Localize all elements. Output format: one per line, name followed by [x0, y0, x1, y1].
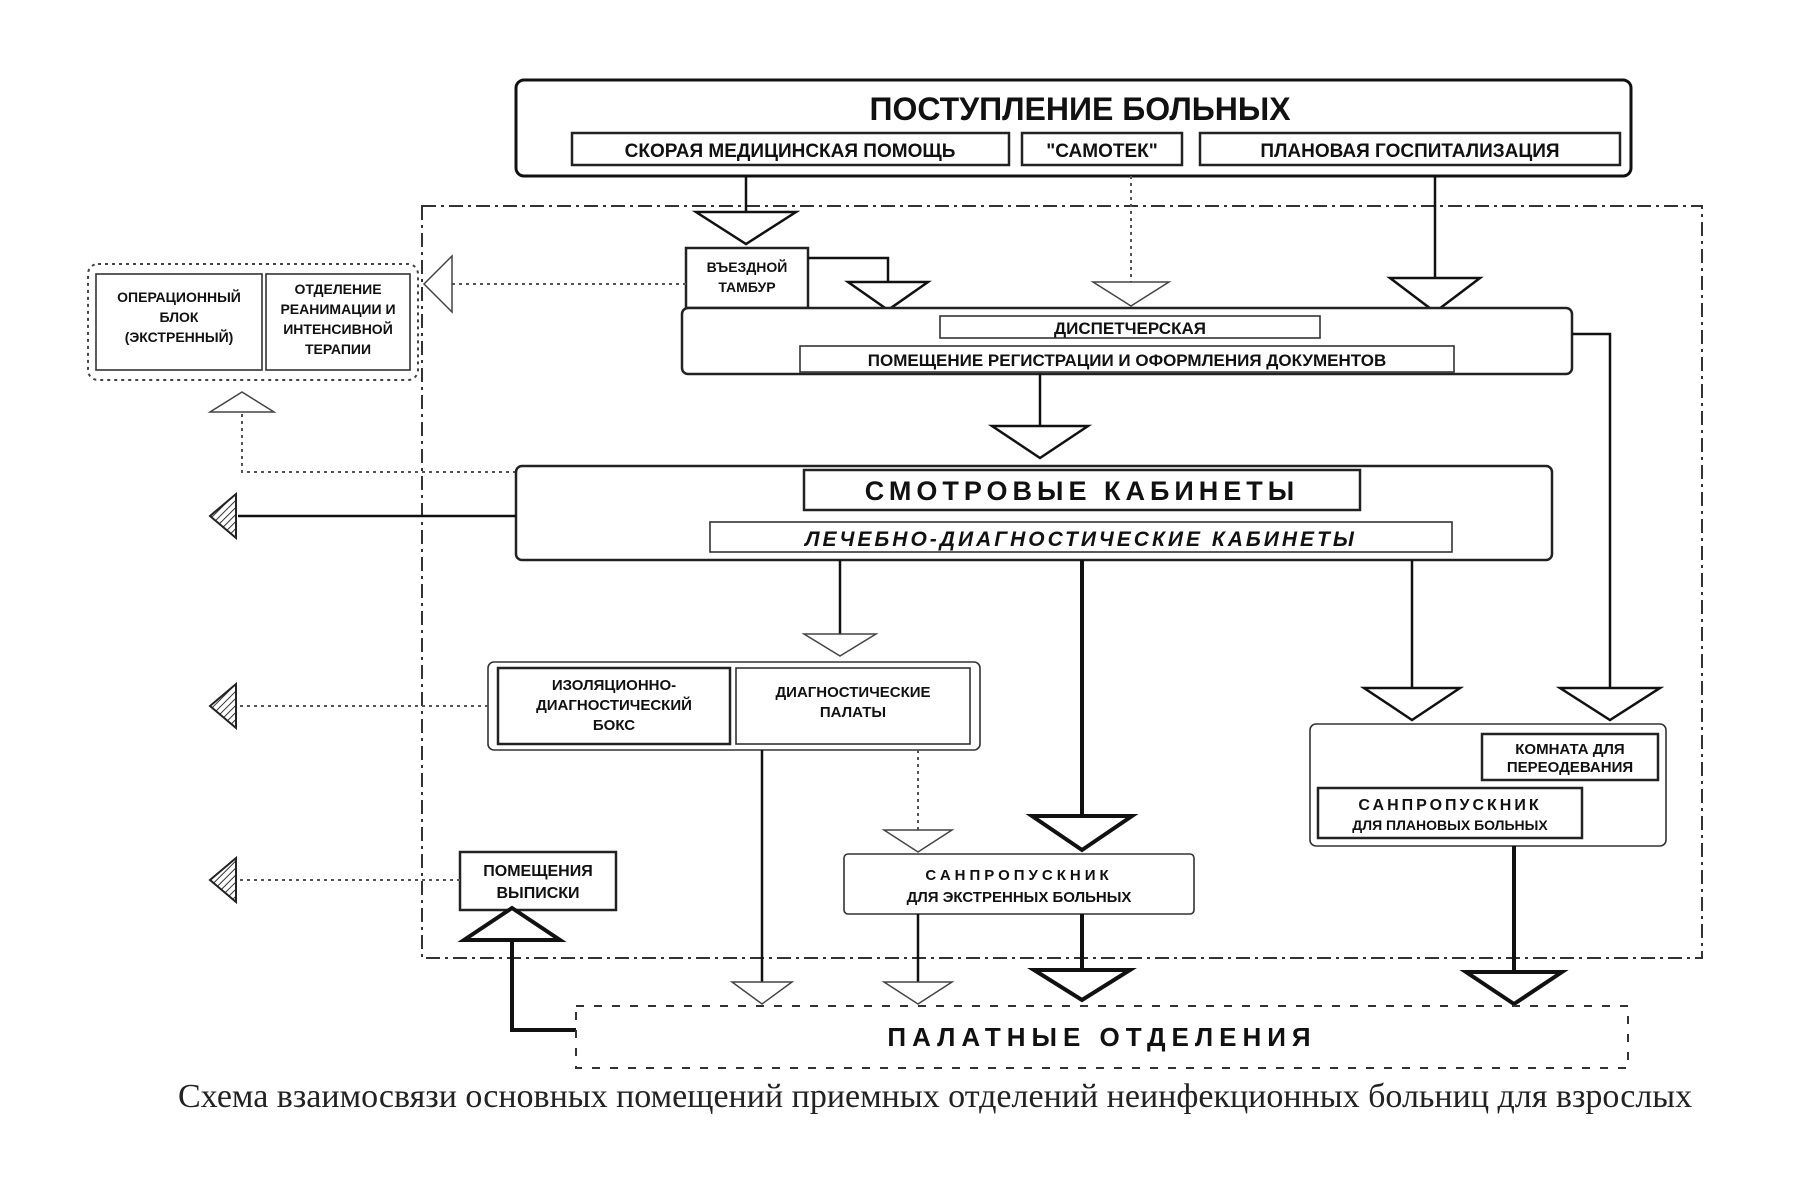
- department-boundary: [421, 205, 1703, 959]
- arrow-diagnostic-emergency: [881, 829, 955, 853]
- arrow-registration-changing: [1555, 686, 1665, 722]
- ambulance-box: [570, 131, 1011, 167]
- treatment-rooms-box: [709, 521, 1453, 553]
- vestibule-label-2: ТАМБУР: [718, 279, 775, 295]
- wards-label: ПАЛАТНЫЕ ОТДЕЛЕНИЯ: [887, 1022, 1316, 1052]
- arrow-planned-sanitary-wards: [1459, 970, 1569, 1007]
- discharge-label-2: ВЫПИСКИ: [496, 885, 579, 902]
- vestibule-label-1: ВЪЕЗДНОЙ: [707, 258, 788, 275]
- emergency-sanitary-label-1: САНПРОПУСКНИК: [925, 867, 1112, 884]
- admission-title: ПОСТУПЛЕНИЕ БОЛЬНЫХ: [869, 91, 1291, 127]
- arrow-exam-emergency-sanitary: [1025, 814, 1139, 853]
- arrow-exam-isolation: [801, 633, 879, 657]
- figure-caption: Схема взаимосвязи основных помещений при…: [178, 1078, 1693, 1115]
- diagnostic-wards-box: [735, 667, 971, 745]
- emergency-sanitary-label-2: ДЛЯ ЭКСТРЕННЫХ БОЛЬНЫХ: [907, 889, 1132, 906]
- arrow-exam-exit: [208, 491, 237, 541]
- arrow-vestibule: [844, 280, 932, 312]
- operating-block-label-3: (ЭКСТРЕННЫЙ): [125, 328, 234, 345]
- icu-label-2: РЕАНИМАЦИИ И: [280, 301, 395, 317]
- walkin-box: [1020, 131, 1184, 167]
- planned-label: ПЛАНОВАЯ ГОСПИТАЛИЗАЦИЯ: [1260, 141, 1559, 162]
- arrow-registration-exam: [987, 424, 1093, 460]
- diagnostic-wards-label-1: ДИАГНОСТИЧЕСКИЕ: [775, 684, 930, 701]
- registration-box: [799, 345, 1455, 373]
- arrow-emergency-sanitary-wards-1: [881, 981, 955, 1005]
- icu-label-4: ТЕРАПИИ: [305, 341, 371, 357]
- icu-label-3: ИНТЕНСИВНОЙ: [283, 320, 393, 337]
- line-vestibule: [808, 256, 890, 282]
- operating-block-label-1: ОПЕРАЦИОННЫЙ: [117, 288, 241, 305]
- arrow-planned: [1386, 276, 1484, 314]
- discharge-label-1: ПОМЕЩЕНИЯ: [483, 863, 592, 880]
- arrow-wards-discharge: [457, 905, 567, 942]
- icu-label-1: ОТДЕЛЕНИЕ: [294, 281, 381, 297]
- arrow-walkin: [1090, 281, 1172, 307]
- vestibule-box: [684, 246, 810, 310]
- emergency-sanitary-box: [843, 853, 1195, 915]
- line-wards-discharge: [510, 940, 576, 1032]
- walkin-label: "САМОТЕК": [1046, 141, 1157, 162]
- arrow-discharge-exit: [208, 855, 237, 905]
- isolation-label-1: ИЗОЛЯЦИОННО-: [552, 677, 676, 694]
- arrow-exam-planned-sanitary: [1359, 686, 1465, 722]
- dispatch-box: [939, 315, 1321, 339]
- isolation-box: [496, 666, 732, 746]
- operating-block-label-2: БЛОК: [160, 309, 199, 325]
- wards-box: [575, 1005, 1629, 1069]
- planned-box: [1198, 131, 1622, 167]
- planned-sanitary-label-2: ДЛЯ ПЛАНОВЫХ БОЛЬНЫХ: [1352, 817, 1548, 833]
- arrow-to-emergency: [422, 254, 453, 314]
- changing-room-label-1: КОМНАТА ДЛЯ: [1515, 741, 1624, 758]
- line-exam-to-emergency: [241, 412, 516, 473]
- icu-box: [265, 273, 411, 371]
- isolation-label-2: ДИАГНОСТИЧЕСКИЙ: [536, 696, 692, 714]
- arrow-exam-to-emergency: [207, 391, 277, 413]
- arrow-isolation-exit: [208, 681, 237, 731]
- line-registration-changing: [1572, 332, 1612, 688]
- arrow-isolation-wards: [729, 981, 795, 1005]
- arrow-emergency-sanitary-wards-2: [1027, 968, 1137, 1003]
- dispatch-label: ДИСПЕТЧЕРСКАЯ: [1054, 319, 1206, 338]
- exam-rooms-label: СМОТРОВЫЕ КАБИНЕТЫ: [865, 476, 1299, 506]
- treatment-rooms-label: ЛЕЧЕБНО-ДИАГНОСТИЧЕСКИЕ КАБИНЕТЫ: [803, 528, 1357, 551]
- arrow-ambulance: [691, 210, 801, 246]
- planned-sanitary-label-1: САНПРОПУСКНИК: [1358, 797, 1541, 814]
- registration-label: ПОМЕЩЕНИЕ РЕГИСТРАЦИИ И ОФОРМЛЕНИЯ ДОКУМ…: [868, 351, 1386, 370]
- ambulance-label: СКОРАЯ МЕДИЦИНСКАЯ ПОМОЩЬ: [625, 141, 956, 162]
- exam-rooms-box: [802, 468, 1362, 512]
- isolation-label-3: БОКС: [593, 717, 635, 734]
- diagnostic-wards-label-2: ПАЛАТЫ: [820, 704, 886, 721]
- changing-room-box: [1480, 732, 1660, 782]
- operating-block-box: [95, 273, 263, 371]
- changing-room-label-2: ПЕРЕОДЕВАНИЯ: [1507, 759, 1633, 776]
- planned-sanitary-box: [1316, 786, 1584, 840]
- emergency-group: [87, 263, 419, 381]
